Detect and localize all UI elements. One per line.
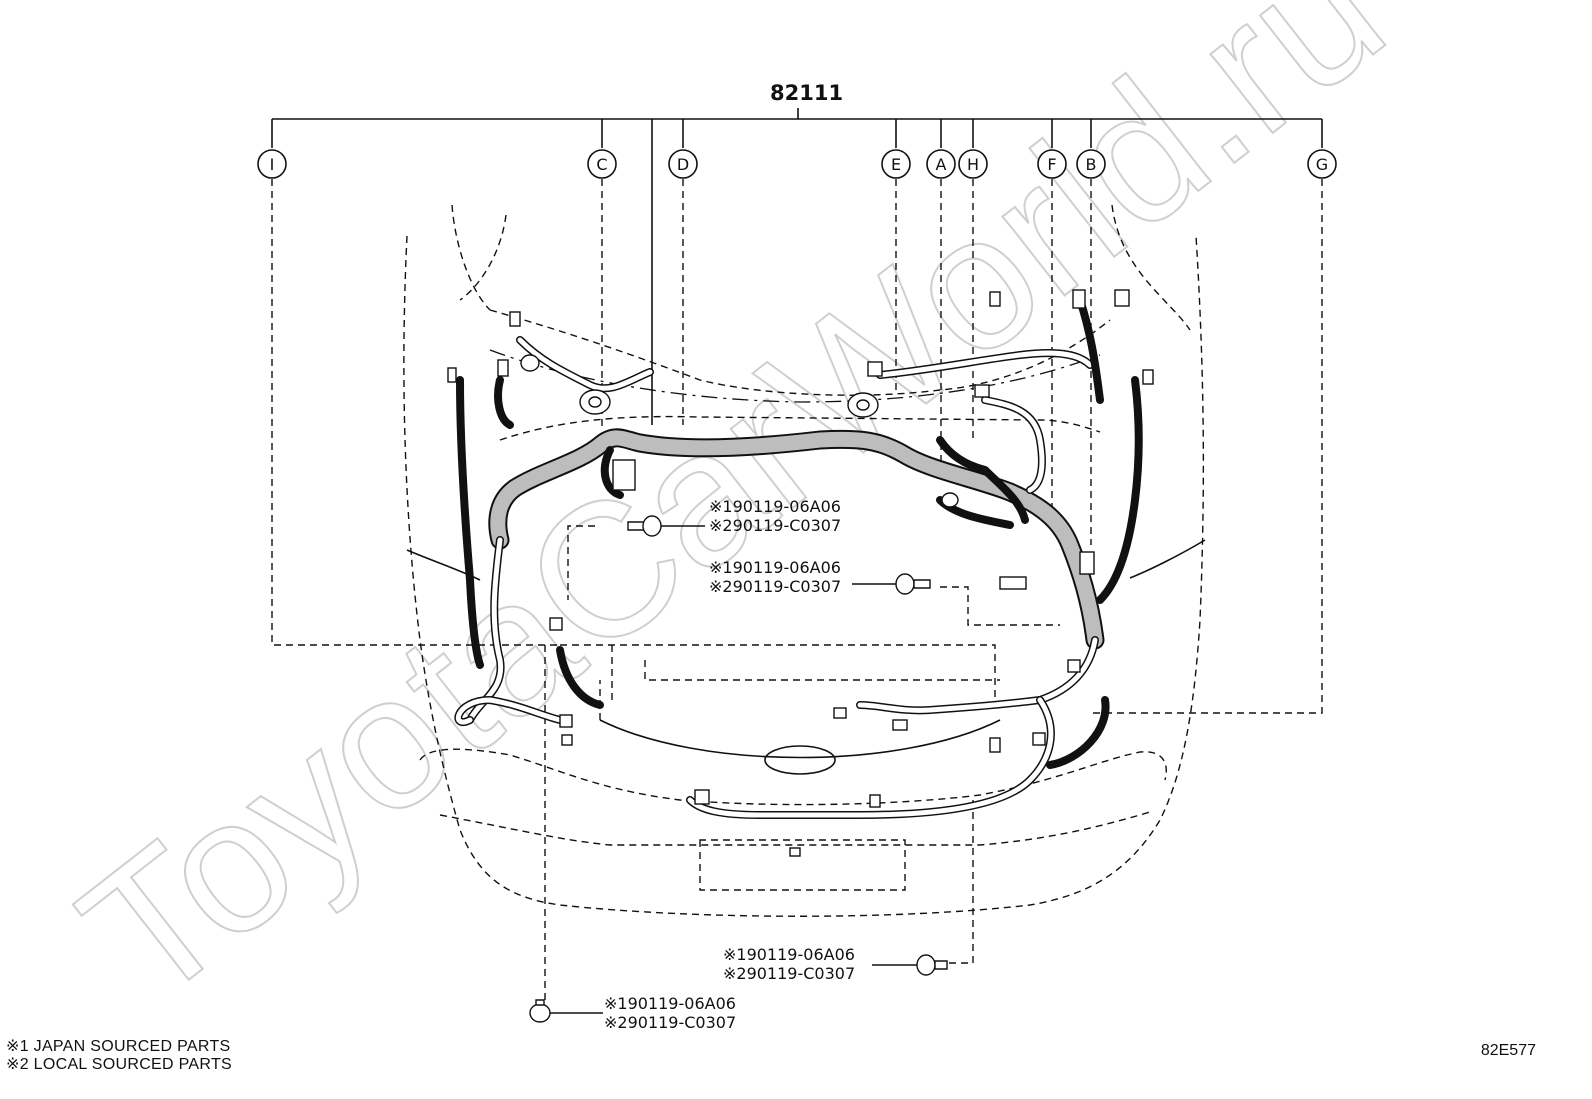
- bolt-icon: [529, 999, 603, 1023]
- svg-text:※290119-C0307: ※290119-C0307: [709, 577, 841, 596]
- svg-text:※290119-C0307: ※290119-C0307: [709, 516, 841, 535]
- svg-text:B: B: [1086, 155, 1097, 174]
- callout-B: B: [1076, 149, 1106, 179]
- fastener-label: ※190119-06A06 ※290119-C0307: [723, 945, 855, 983]
- svg-text:※290119-C0307: ※290119-C0307: [604, 1013, 736, 1032]
- legend-local-sourced: ※2 LOCAL SOURCED PARTS: [6, 1056, 232, 1073]
- svg-text:※190119-06A06: ※190119-06A06: [709, 497, 841, 516]
- fastener-label: ※190119-06A06 ※290119-C0307: [709, 558, 841, 596]
- svg-text:H: H: [967, 155, 979, 174]
- figure-code: 82E577: [1480, 1042, 1536, 1059]
- callout-H: H: [958, 149, 988, 179]
- fastener-label: ※190119-06A06 ※290119-C0307: [709, 497, 841, 535]
- legend-japan-sourced: ※1 JAPAN SOURCED PARTS: [6, 1038, 231, 1055]
- svg-text:※290119-C0307: ※290119-C0307: [723, 964, 855, 983]
- callout-bracket: [271, 108, 1323, 425]
- callout-C: C: [587, 149, 617, 179]
- svg-text:D: D: [677, 155, 689, 174]
- svg-text:※190119-06A06: ※190119-06A06: [604, 994, 736, 1013]
- part-number: 82111: [770, 81, 843, 105]
- svg-text:C: C: [596, 155, 607, 174]
- svg-text:G: G: [1316, 155, 1328, 174]
- svg-text:E: E: [891, 155, 901, 174]
- callout-G: G: [1307, 149, 1337, 179]
- svg-text:F: F: [1047, 155, 1056, 174]
- car-body-outline: [403, 204, 1206, 917]
- bolt-icon: [852, 573, 931, 595]
- main-harness: [454, 296, 1143, 819]
- svg-text:※190119-06A06: ※190119-06A06: [723, 945, 855, 964]
- svg-text:I: I: [270, 155, 275, 174]
- callout-A: A: [926, 149, 956, 179]
- callout-F: F: [1037, 149, 1067, 179]
- callout-I: I: [257, 149, 287, 179]
- bolt-icon: [627, 515, 705, 537]
- svg-text:※190119-06A06: ※190119-06A06: [709, 558, 841, 577]
- svg-text:A: A: [936, 155, 947, 174]
- connectors: [447, 289, 1154, 857]
- callout-D: D: [668, 149, 698, 179]
- callout-E: E: [881, 149, 911, 179]
- bolt-icon: [872, 954, 948, 976]
- grommets: [520, 354, 959, 508]
- fastener-label: ※190119-06A06 ※290119-C0307: [604, 994, 736, 1032]
